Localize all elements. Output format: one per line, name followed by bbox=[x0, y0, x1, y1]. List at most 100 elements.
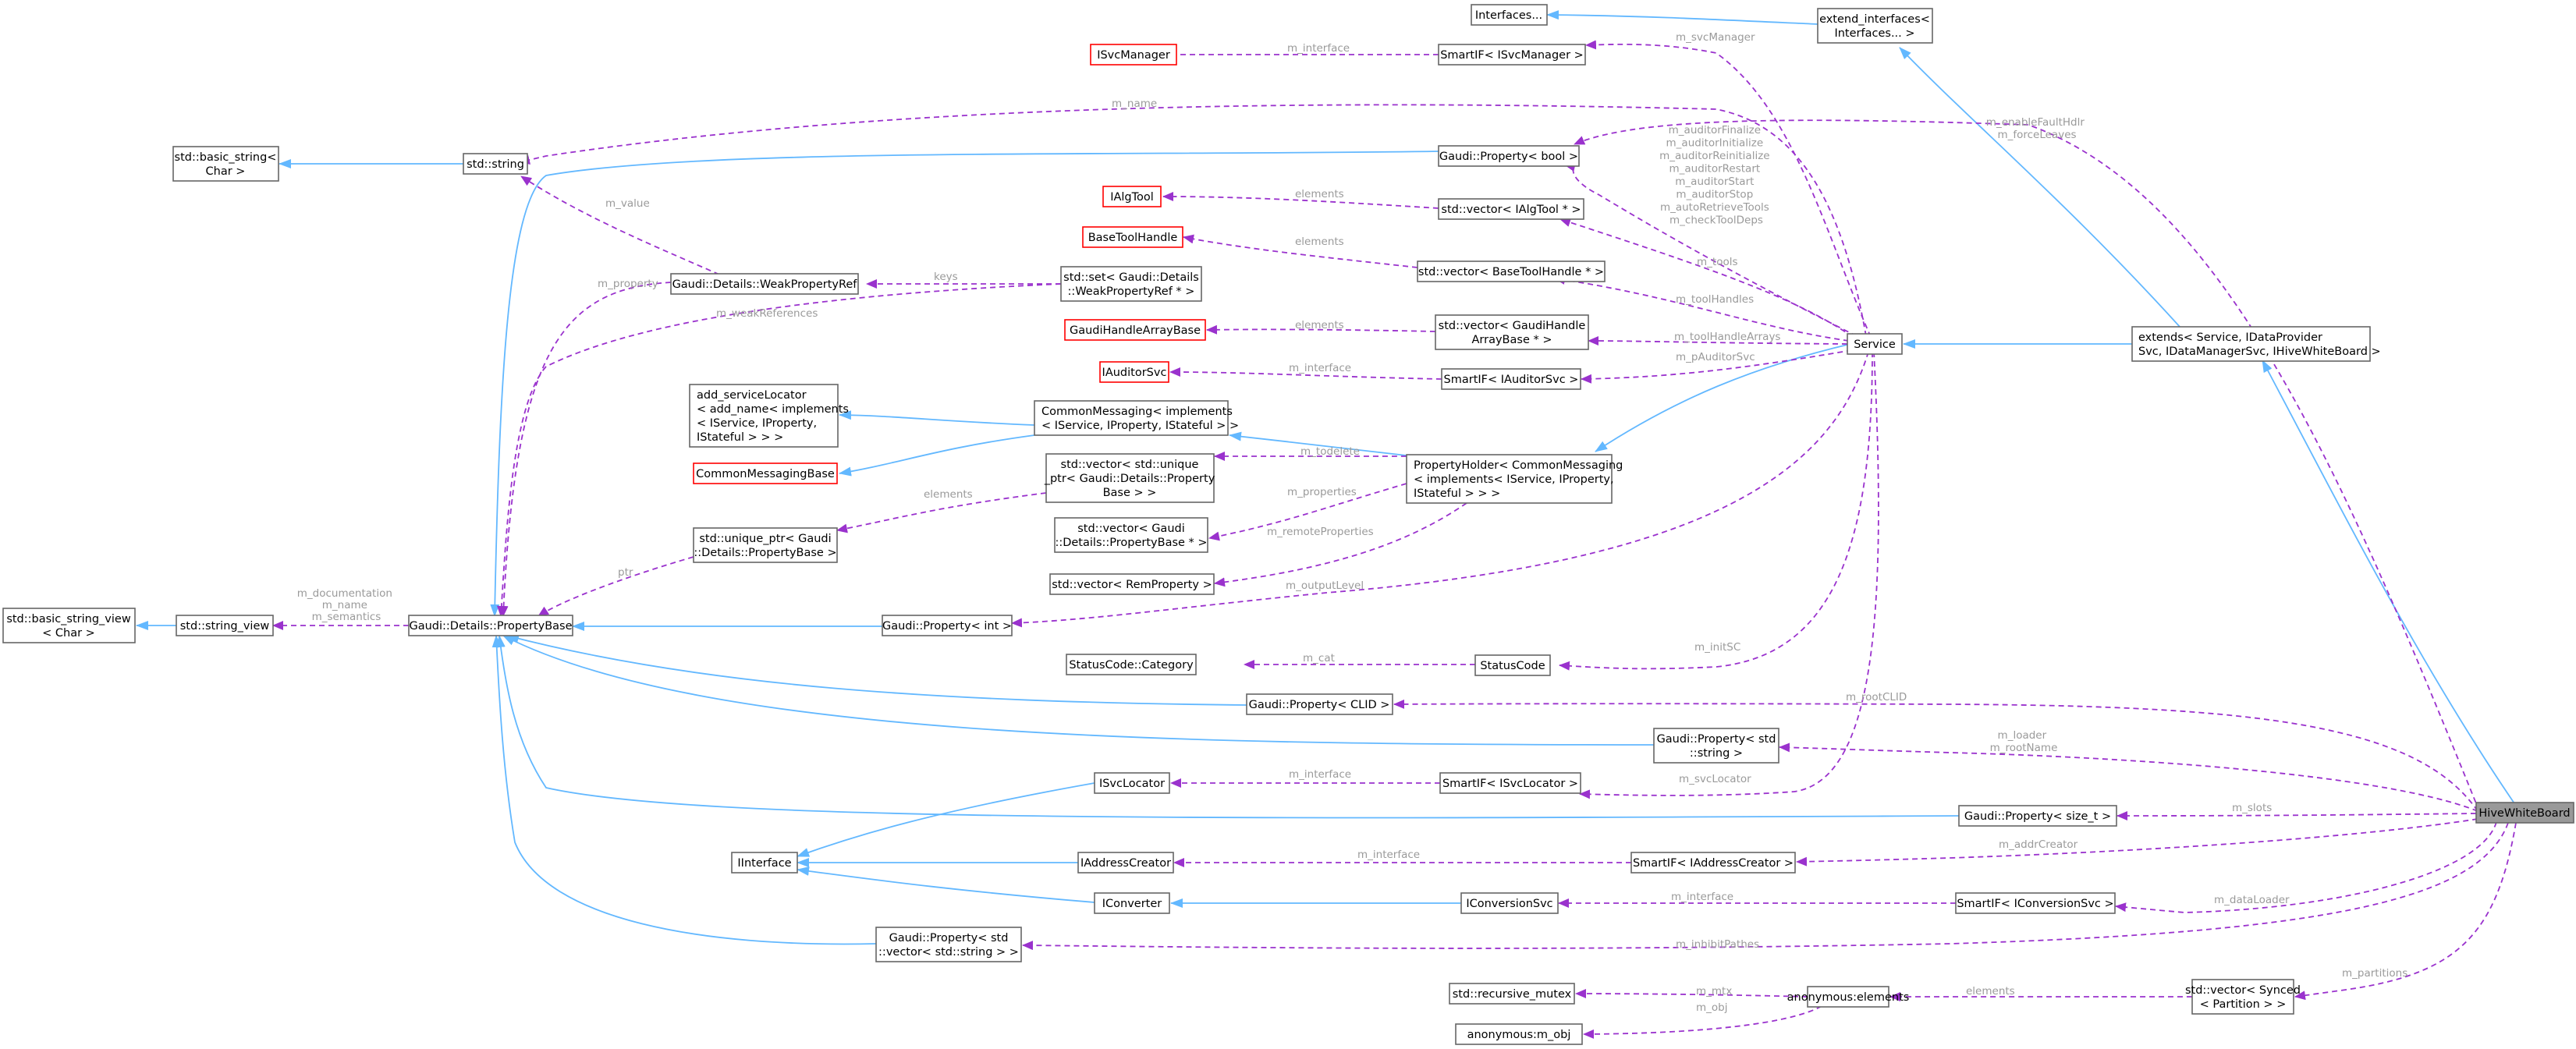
label-m-name: m_name bbox=[1112, 97, 1157, 110]
node-property-sizet[interactable]: Gaudi::Property< size_t > bbox=[1958, 805, 2117, 827]
label-m-doc-line: m_documentation bbox=[297, 587, 392, 600]
node-ialgtool[interactable]: IAlgTool bbox=[1102, 186, 1162, 207]
node-service[interactable]: Service bbox=[1847, 333, 1903, 355]
node-iconversionsvc[interactable]: IConversionSvc bbox=[1460, 892, 1559, 914]
edge-m-property bbox=[499, 282, 672, 617]
node-set-weakpropertyref[interactable]: std::set< Gaudi::Details ::WeakPropertyR… bbox=[1060, 266, 1202, 302]
node-hivewhiteboard[interactable]: HiveWhiteBoard bbox=[2475, 802, 2574, 824]
edge-m-dataloader bbox=[2115, 821, 2497, 913]
edge-m-pauditorsvc bbox=[1581, 349, 1853, 384]
node-label: IInterface bbox=[737, 857, 791, 870]
node-vector-propertybase[interactable]: std::vector< Gaudi ::Details::PropertyBa… bbox=[1054, 517, 1208, 553]
node-label: std::basic_string_view bbox=[6, 613, 131, 626]
node-label: IConversionSvc bbox=[1466, 898, 1552, 910]
node-property-bool[interactable]: Gaudi::Property< bool > bbox=[1438, 145, 1580, 167]
label-m-obj: m_obj bbox=[1696, 1001, 1727, 1014]
node-basic-string[interactable]: std::basic_string< Char > bbox=[172, 146, 279, 182]
node-commonmessaging[interactable]: CommonMessaging< implements < IService, … bbox=[1034, 400, 1239, 436]
edge-m-properties bbox=[1208, 483, 1407, 541]
node-smartif-iconversionsvc[interactable]: SmartIF< IConversionSvc > bbox=[1955, 892, 2116, 914]
edge-commonmsg-to-propholder bbox=[1229, 431, 1407, 456]
node-smartif-isvcmanager[interactable]: SmartIF< ISvcManager > bbox=[1438, 44, 1586, 66]
node-property-string[interactable]: Gaudi::Property< std ::string > bbox=[1653, 728, 1779, 764]
label-m-outputlevel: m_outputLevel bbox=[1286, 579, 1364, 592]
edge-extends-to-hive bbox=[2262, 360, 2517, 806]
node-propertyholder[interactable]: PropertyHolder< CommonMessaging < implem… bbox=[1406, 454, 1623, 504]
node-recursive-mutex[interactable]: std::recursive_mutex bbox=[1449, 983, 1575, 1005]
node-isvcmanager[interactable]: ISvcManager bbox=[1090, 44, 1177, 66]
node-vector-remproperty[interactable]: std::vector< RemProperty > bbox=[1049, 573, 1215, 595]
node-smartif-iaddresscreator[interactable]: SmartIF< IAddressCreator > bbox=[1630, 852, 1796, 874]
node-statuscode-category[interactable]: StatusCode::Category bbox=[1066, 654, 1197, 675]
label-m-dataloader: m_dataLoader bbox=[2214, 894, 2290, 906]
label-elements-ghab: elements bbox=[1295, 319, 1344, 331]
label-m-pauditorsvc: m_pAuditorSvc bbox=[1676, 351, 1755, 363]
label-m-auditors-line: m_auditorInitialize bbox=[1666, 137, 1764, 150]
label-m-addrcreator: m_addrCreator bbox=[1999, 838, 2078, 851]
node-gaudihandlearraybase[interactable]: GaudiHandleArrayBase bbox=[1064, 319, 1206, 341]
node-weakpropertyref[interactable]: Gaudi::Details::WeakPropertyRef bbox=[670, 273, 859, 295]
edge-m-weakreferences bbox=[496, 283, 1062, 617]
node-vector-synced-partition[interactable]: std::vector< Synced < Partition > > bbox=[2185, 979, 2301, 1015]
node-anonymous-m-obj[interactable]: anonymous:m_obj bbox=[1455, 1023, 1583, 1045]
node-commonmessagingbase[interactable]: CommonMessagingBase bbox=[693, 462, 838, 484]
node-vector-ialgtool[interactable]: std::vector< IAlgTool * > bbox=[1438, 198, 1584, 220]
node-statuscode[interactable]: StatusCode bbox=[1474, 654, 1551, 676]
edge-prop-clid-to-propbase bbox=[506, 633, 1247, 706]
node-propertybase[interactable]: Gaudi::Details::PropertyBase bbox=[408, 615, 573, 636]
node-label: Service bbox=[1854, 338, 1896, 351]
node-extend-interfaces[interactable]: extend_interfaces< Interfaces... > bbox=[1817, 8, 1933, 44]
node-iauditorsvc[interactable]: IAuditorSvc bbox=[1099, 361, 1169, 383]
node-iinterface[interactable]: IInterface bbox=[731, 852, 798, 874]
node-label: SmartIF< ISvcManager > bbox=[1440, 49, 1584, 62]
node-extends[interactable]: extends< Service, IDataProvider Svc, IDa… bbox=[2131, 326, 2381, 362]
label-m-doc-line: m_semantics bbox=[312, 611, 381, 623]
edge-elements-bth bbox=[1183, 234, 1418, 268]
node-label: std::basic_string< bbox=[175, 151, 277, 164]
label-m-loader: m_loader m_rootName bbox=[1990, 729, 2058, 754]
node-label: Interfaces... > bbox=[1834, 27, 1914, 40]
edge-m-slots bbox=[2117, 810, 2477, 820]
edge-m-outputlevel bbox=[1011, 351, 1869, 628]
node-vector-unique-ptr[interactable]: std::vector< std::unique _ptr< Gaudi::De… bbox=[1044, 453, 1215, 503]
node-label: IAlgTool bbox=[1110, 191, 1154, 204]
node-label: SmartIF< IAddressCreator > bbox=[1633, 857, 1794, 870]
label-m-interface-svcmgr: m_interface bbox=[1287, 42, 1350, 55]
node-vector-basetoolhandle[interactable]: std::vector< BaseToolHandle * > bbox=[1417, 260, 1606, 282]
label-m-todelete: m_todelete bbox=[1300, 445, 1360, 458]
node-label: ArrayBase * > bbox=[1472, 334, 1552, 346]
node-iaddresscreator[interactable]: IAddressCreator bbox=[1077, 852, 1174, 874]
node-basic-string-view[interactable]: std::basic_string_view < Char > bbox=[2, 608, 136, 643]
node-label: Gaudi::Property< bool > bbox=[1439, 151, 1578, 163]
node-property-vector-string[interactable]: Gaudi::Property< std ::vector< std::stri… bbox=[875, 927, 1022, 962]
edge-m-obj bbox=[1583, 1005, 1822, 1039]
node-iconverter[interactable]: IConverter bbox=[1094, 892, 1170, 914]
node-smartif-isvclocator[interactable]: SmartIF< ISvcLocator > bbox=[1439, 772, 1581, 794]
node-anonymous-elements[interactable]: anonymous:elements bbox=[1787, 986, 1910, 1008]
node-smartif-iauditorsvc[interactable]: SmartIF< IAuditorSvc > bbox=[1441, 368, 1581, 390]
label-elements-part: elements bbox=[1966, 985, 2015, 998]
edge-m-svcmanager bbox=[1585, 40, 1872, 338]
node-add-servicelocator[interactable]: add_serviceLocator < add_name< implement… bbox=[689, 384, 849, 448]
label-m-enablefaulthdlr-line: m_forceLeaves bbox=[1997, 129, 2076, 141]
label-m-property: m_property bbox=[598, 278, 658, 290]
node-std-string[interactable]: std::string bbox=[463, 153, 528, 175]
node-interfaces[interactable]: Interfaces... bbox=[1471, 4, 1548, 26]
edge-prop-vecstr-to-propbase bbox=[491, 635, 877, 945]
node-isvclocator[interactable]: ISvcLocator bbox=[1094, 772, 1170, 794]
node-label: < Char > bbox=[42, 627, 95, 640]
node-unique-ptr-propertybase[interactable]: std::unique_ptr< Gaudi ::Details::Proper… bbox=[693, 527, 838, 563]
edge-elements-algtool bbox=[1162, 192, 1439, 209]
node-basetoolhandle[interactable]: BaseToolHandle bbox=[1082, 226, 1183, 248]
node-vector-gaudihandle[interactable]: std::vector< GaudiHandle ArrayBase * > bbox=[1435, 314, 1589, 350]
label-m-interface-svcloc: m_interface bbox=[1289, 768, 1351, 781]
node-property-clid[interactable]: Gaudi::Property< CLID > bbox=[1246, 693, 1393, 715]
node-label: extend_interfaces< bbox=[1819, 13, 1930, 26]
edge-m-loader bbox=[1779, 742, 2478, 812]
node-string-view[interactable]: std::string_view bbox=[176, 615, 274, 636]
node-label: add_serviceLocator bbox=[697, 389, 807, 402]
label-m-auditors: m_auditorFinalize m_auditorInitialize m_… bbox=[1659, 124, 1773, 227]
node-label: ISvcLocator bbox=[1099, 778, 1165, 790]
edge-prop-bool-to-propbase bbox=[490, 151, 1439, 617]
node-property-int[interactable]: Gaudi::Property< int > bbox=[882, 615, 1013, 636]
